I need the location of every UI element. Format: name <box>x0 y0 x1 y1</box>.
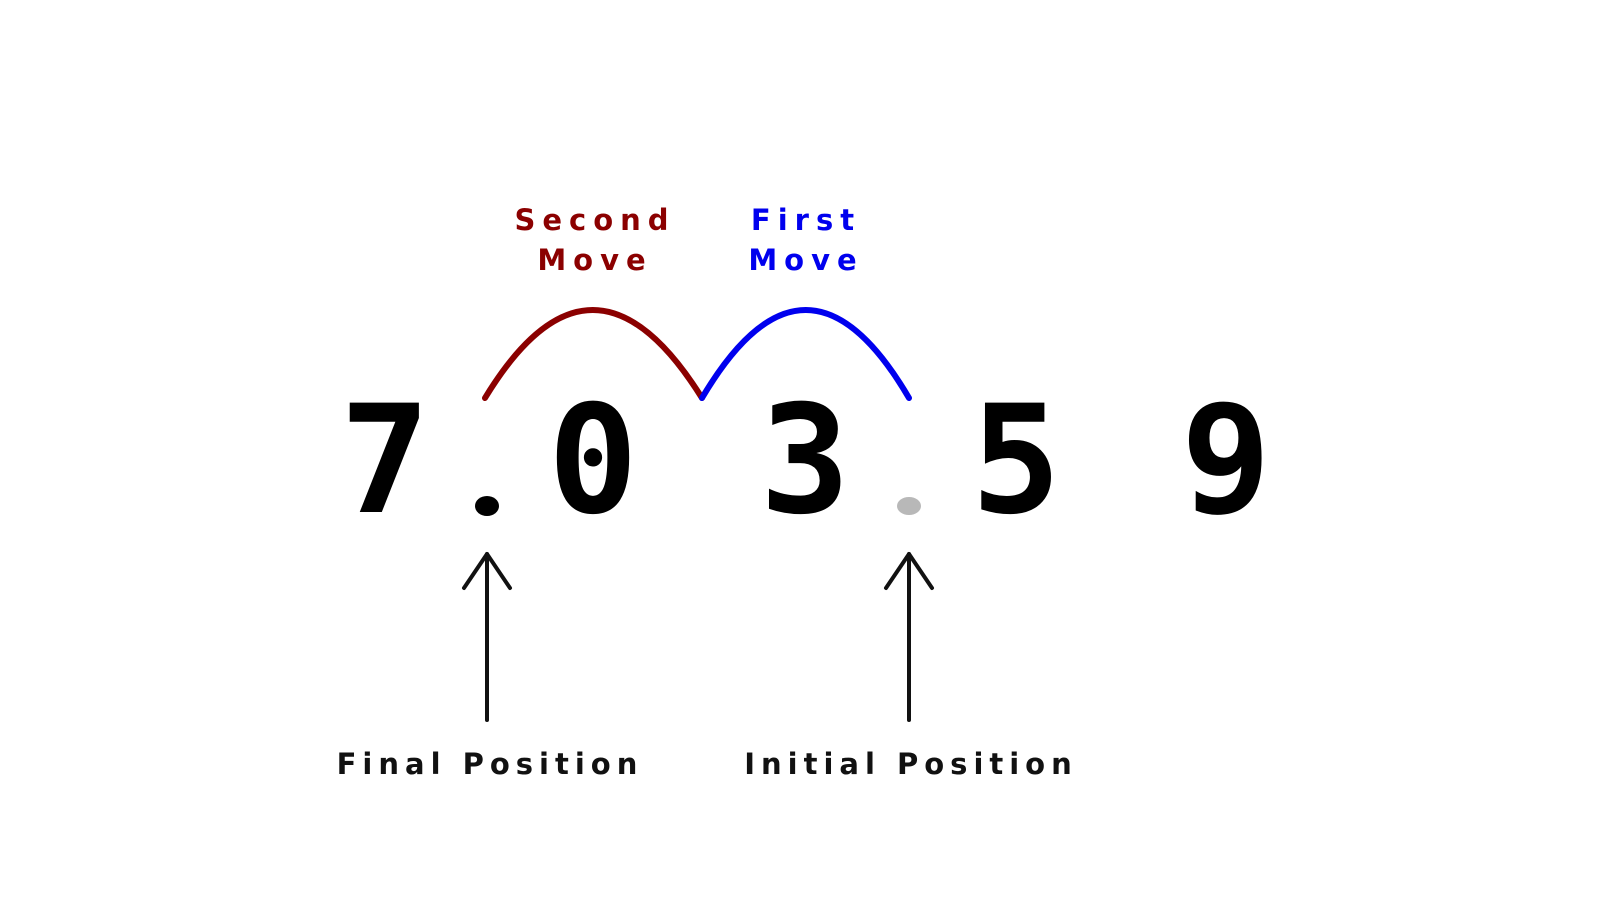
final-position-arrow <box>462 552 512 722</box>
final-decimal-point <box>475 496 499 516</box>
digit-9: 9 <box>1181 374 1271 548</box>
first-move-label-line1: First <box>751 203 861 237</box>
digit-3: 3 <box>760 374 850 548</box>
initial-decimal-point <box>897 497 921 515</box>
first-move-arc <box>699 307 912 401</box>
digit-0: 0 <box>548 374 638 548</box>
second-move-label-line1: Second <box>514 203 675 237</box>
initial-position-arrow <box>884 552 934 722</box>
first-move-label-line2: Move <box>748 243 863 277</box>
initial-position-label: Initial Position <box>744 747 1078 781</box>
second-move-arc <box>482 307 705 401</box>
final-position-label: Final Position <box>337 747 644 781</box>
second-move-label-line2: Move <box>537 243 652 277</box>
digit-5: 5 <box>971 374 1061 548</box>
digit-7: 7 <box>340 374 430 548</box>
